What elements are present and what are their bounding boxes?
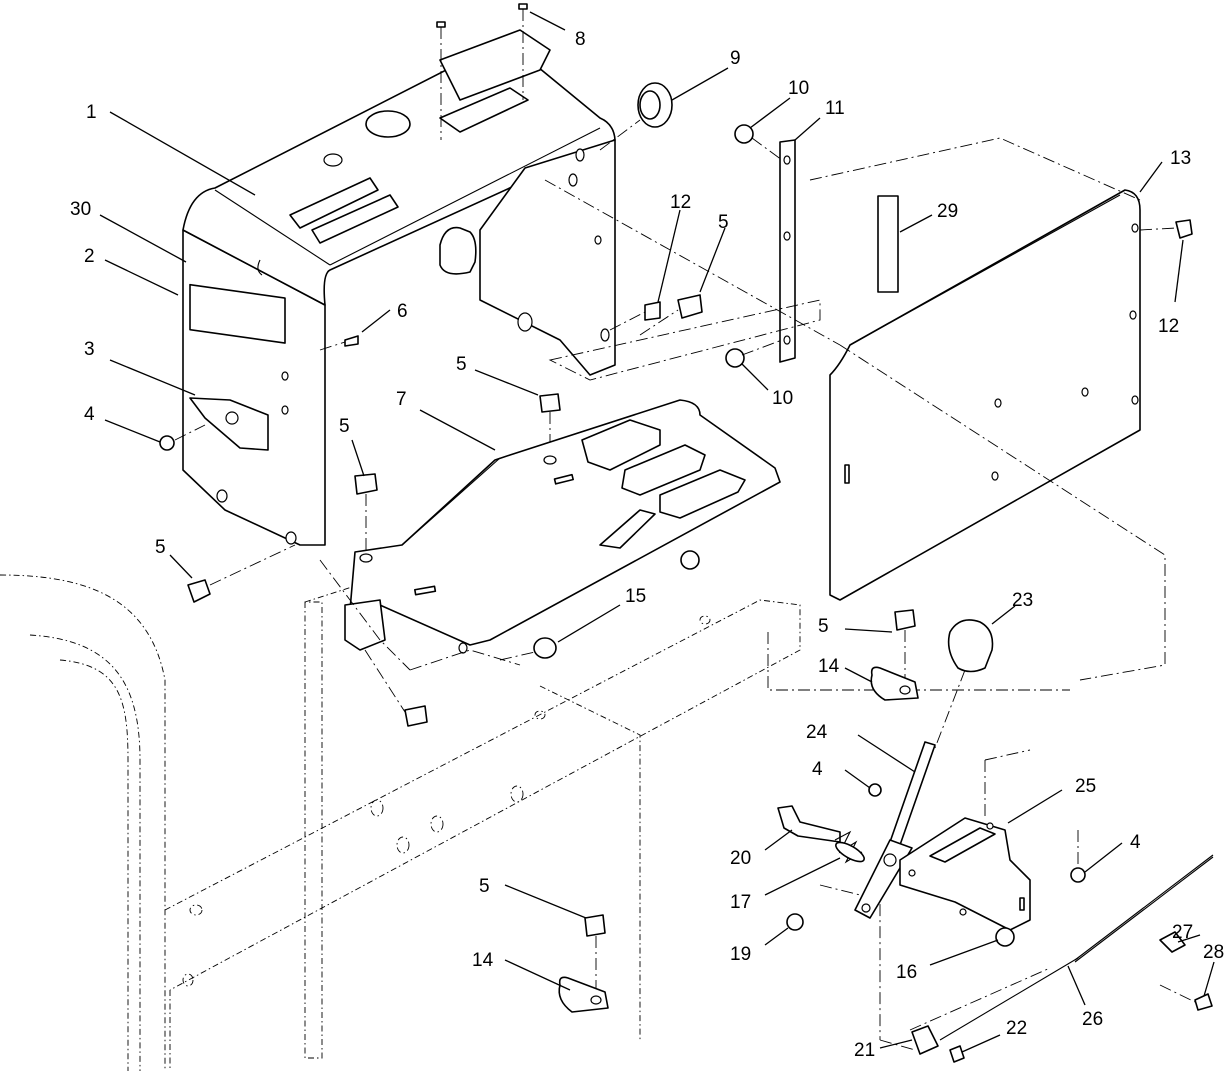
leader-lines	[99, 11, 1215, 1053]
clip-14-lower	[558, 914, 609, 1013]
mid-fasteners	[354, 294, 703, 555]
callout-4: 4	[84, 404, 95, 425]
bracket-25	[899, 817, 1031, 931]
machine-frame-ghost	[0, 574, 801, 1071]
spring-17	[834, 830, 865, 864]
callout-22: 22	[1006, 1018, 1027, 1039]
callout-10: 10	[788, 78, 809, 99]
callout-7: 7	[396, 389, 407, 410]
callout-24: 24	[806, 722, 828, 743]
strip-11	[548, 124, 821, 381]
callout-23: 23	[1012, 590, 1033, 611]
callout-12: 12	[1158, 316, 1179, 337]
callout-30: 30	[70, 199, 91, 220]
callout-14: 14	[818, 656, 840, 677]
callout-20: 20	[730, 848, 751, 869]
callout-28: 28	[1203, 942, 1224, 963]
callout-16: 16	[896, 962, 917, 983]
callout-13: 13	[1170, 148, 1191, 169]
pivot-hardware	[777, 783, 1086, 947]
callout-4: 4	[812, 759, 823, 780]
panel-13	[809, 137, 1193, 601]
latch	[189, 397, 269, 451]
callout-2: 2	[84, 246, 95, 267]
callout-29: 29	[937, 201, 958, 222]
callout-14: 14	[472, 950, 494, 971]
control-box	[182, 29, 616, 546]
callout-12: 12	[670, 192, 691, 213]
callout-6: 6	[397, 301, 408, 322]
callout-5: 5	[479, 876, 490, 897]
callout-8: 8	[575, 29, 586, 50]
callout-15: 15	[625, 586, 646, 607]
plate-7	[344, 399, 781, 727]
callout-9: 9	[730, 48, 741, 69]
callout-4: 4	[1130, 832, 1141, 853]
callout-25: 25	[1075, 776, 1096, 797]
callout-5: 5	[718, 212, 729, 233]
callout-labels: 1 2 3 4 4 4 5 5 5 5 5 5 6 7 8 9 10 10 11…	[70, 29, 1224, 1061]
callout-1: 1	[86, 102, 97, 123]
clip-14-upper	[870, 609, 919, 701]
callout-5: 5	[818, 616, 829, 637]
callout-26: 26	[1082, 1009, 1103, 1030]
callout-5: 5	[155, 537, 166, 558]
callout-5: 5	[456, 354, 467, 375]
callout-3: 3	[84, 339, 95, 360]
callout-5: 5	[339, 416, 350, 437]
shift-lever	[854, 619, 994, 919]
callout-27: 27	[1172, 922, 1193, 943]
box-fasteners	[159, 3, 673, 603]
callout-10: 10	[772, 388, 793, 409]
callout-21: 21	[854, 1040, 875, 1061]
callout-11: 11	[825, 98, 845, 119]
cable-assembly	[911, 854, 1214, 1063]
callout-17: 17	[730, 892, 751, 913]
callout-19: 19	[730, 944, 751, 965]
